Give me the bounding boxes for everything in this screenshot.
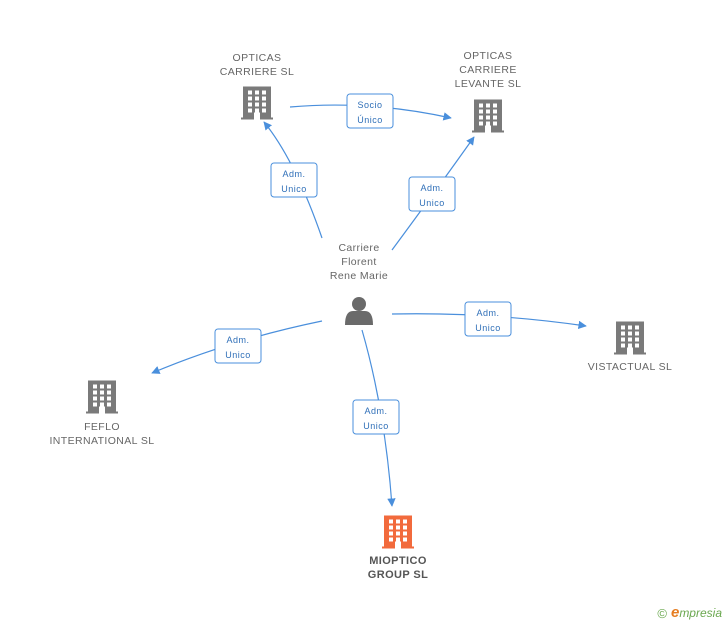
- node-label-line: CARRIERE: [459, 64, 516, 76]
- edge-label-border: [270, 162, 318, 198]
- node-label-line: GROUP SL: [368, 569, 428, 581]
- node-label-line: OPTICAS: [233, 52, 282, 64]
- edge-label-line: Adm.: [226, 335, 249, 345]
- edge-label-line: Adm.: [282, 169, 305, 179]
- node-label-line: FEFLO: [84, 421, 120, 433]
- edge-label-border: [464, 301, 512, 337]
- node-label-line: Carriere: [338, 242, 379, 254]
- edge-label-border: [214, 328, 262, 364]
- company-node-mioptico[interactable]: MIOPTICO GROUP SL: [368, 515, 428, 582]
- node-label-line: Florent: [341, 256, 376, 268]
- edge-label-box[interactable]: Adm. Unico: [352, 399, 400, 435]
- edge-label-border: [408, 176, 456, 212]
- brand-logo: empresia: [671, 604, 722, 622]
- edge-label-line: Unico: [225, 350, 251, 360]
- brand-initial: e: [670, 604, 680, 621]
- edge-label-line: Unico: [419, 198, 445, 208]
- node-label-line: CARRIERE SL: [220, 66, 294, 78]
- node-label-line: MIOPTICO: [369, 555, 427, 567]
- building-icon: [86, 380, 118, 414]
- brand-name: mpresia: [679, 606, 722, 620]
- edge-label-box[interactable]: Adm. Unico: [408, 176, 456, 212]
- building-icon: [614, 321, 646, 355]
- edge-label-line: Unico: [281, 184, 307, 194]
- edge-label-line: Socio: [357, 100, 382, 110]
- person-icon: [345, 297, 373, 325]
- node-label-line: Rene Marie: [330, 270, 388, 282]
- edge-person-feflo: Adm. Unico: [151, 320, 323, 374]
- edge-person-vistactual: Adm. Unico: [391, 301, 587, 337]
- edge-person-opticas-carriere: Adm. Unico: [263, 121, 323, 239]
- edge-label-line: Unico: [475, 323, 501, 333]
- company-node-feflo[interactable]: FEFLO INTERNATIONAL SL: [49, 380, 154, 448]
- building-icon: [382, 515, 414, 549]
- footer-brand: © empresia: [657, 604, 722, 622]
- building-icon: [472, 99, 504, 133]
- edge-label-line: Adm.: [364, 406, 387, 416]
- node-label-line: OPTICAS: [464, 50, 513, 62]
- edge-label-box[interactable]: Adm. Unico: [270, 162, 318, 198]
- edge-label-line: Unico: [363, 421, 389, 431]
- node-label-line: LEVANTE SL: [455, 78, 522, 90]
- company-node-vistactual[interactable]: VISTACTUAL SL: [588, 321, 673, 374]
- building-icon: [241, 86, 273, 120]
- company-node-opticas-carriere[interactable]: OPTICAS CARRIERE SL: [220, 52, 294, 120]
- edge-label-line: Adm.: [420, 183, 443, 193]
- edge-person-opticas-levante: Adm. Unico: [391, 136, 475, 251]
- copyright-symbol: ©: [657, 605, 667, 621]
- company-node-opticas-levante[interactable]: OPTICAS CARRIERE LEVANTE SL: [455, 50, 522, 133]
- node-label-line: INTERNATIONAL SL: [49, 435, 154, 447]
- edge-label-line: Único: [357, 115, 383, 125]
- edge-person-mioptico: Adm. Unico: [352, 329, 400, 507]
- edge-label-box[interactable]: Adm. Unico: [464, 301, 512, 337]
- edge-label-border: [346, 93, 394, 129]
- node-label-line: VISTACTUAL SL: [588, 361, 673, 373]
- edge-label-box[interactable]: Adm. Unico: [214, 328, 262, 364]
- edge-label-line: Adm.: [476, 308, 499, 318]
- edge-label-border: [352, 399, 400, 435]
